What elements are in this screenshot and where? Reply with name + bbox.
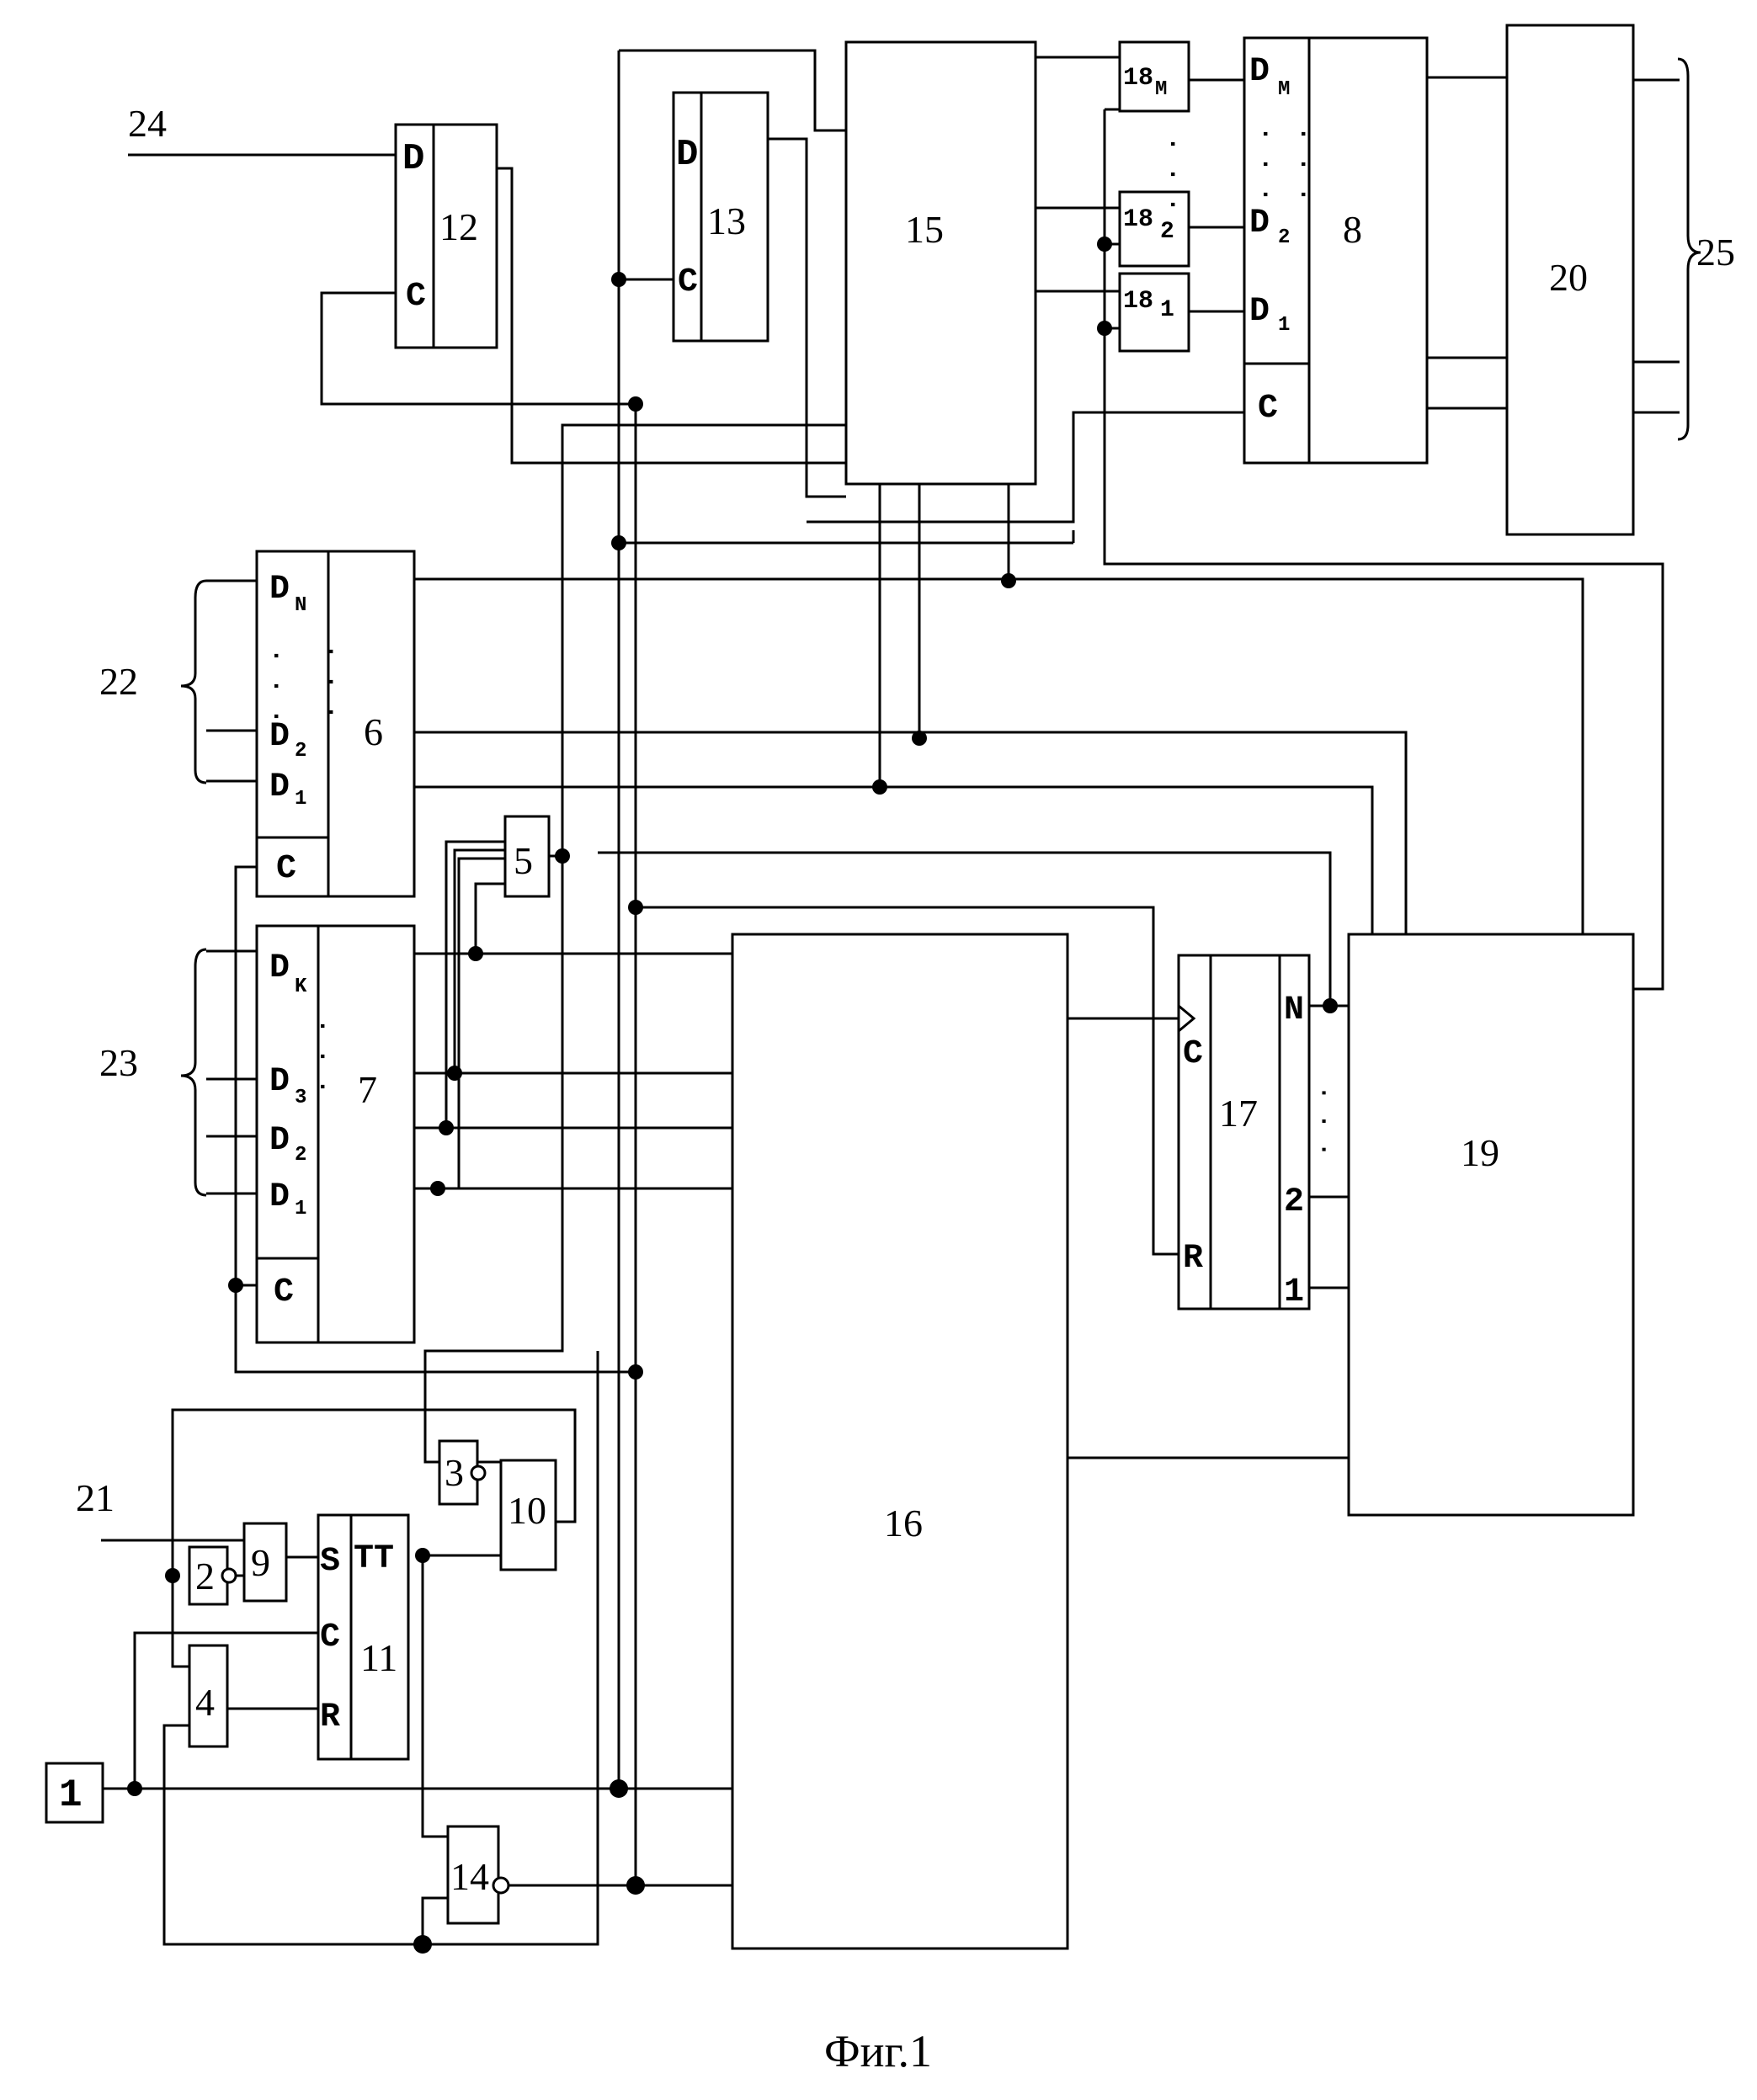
block-6-label: 6 <box>364 710 383 753</box>
svg-text:1: 1 <box>295 788 306 811</box>
svg-text:N: N <box>295 594 306 617</box>
block-8-label: 8 <box>1343 208 1362 251</box>
svg-text:C: C <box>276 850 296 888</box>
svg-text:10: 10 <box>508 1489 546 1532</box>
block-7: D K D 3 D 2 D 1 C 7 <box>257 926 414 1342</box>
svg-text:C: C <box>1258 390 1278 428</box>
block-14: 14 <box>448 1826 508 1923</box>
svg-text:2: 2 <box>1278 226 1290 249</box>
svg-text:D: D <box>269 571 290 609</box>
dots-8a: · · · <box>1250 126 1279 202</box>
svg-text:M: M <box>1278 78 1290 101</box>
svg-text:R: R <box>320 1699 340 1736</box>
svg-text:1: 1 <box>59 1773 83 1817</box>
block-12: D C 12 <box>396 125 497 348</box>
block-13-label: 13 <box>707 199 746 242</box>
pin-d: D <box>676 134 698 176</box>
block-11: S TT C R 11 <box>318 1515 408 1759</box>
block-20: 20 <box>1507 25 1633 534</box>
svg-text:18: 18 <box>1123 205 1153 234</box>
svg-text:2: 2 <box>1160 219 1174 245</box>
svg-text:1: 1 <box>1278 314 1290 337</box>
block-9: 9 <box>244 1523 286 1601</box>
pin-c: C <box>406 278 426 316</box>
bus-21: 21 <box>76 1476 114 1519</box>
svg-text:D: D <box>1249 53 1270 91</box>
svg-text:2: 2 <box>195 1555 215 1598</box>
svg-text:18: 18 <box>1123 287 1153 316</box>
pin-c: C <box>678 263 698 301</box>
block-1: 1 <box>46 1763 103 1822</box>
dots-6: · · · <box>316 644 344 720</box>
svg-text:D: D <box>1249 205 1270 242</box>
svg-text:C: C <box>320 1619 340 1656</box>
svg-text:M: M <box>1155 78 1167 101</box>
block-13: D C 13 <box>674 93 768 341</box>
block-17-label: 17 <box>1219 1092 1258 1135</box>
bus-25: 25 <box>1696 231 1735 274</box>
pin-d: D <box>402 138 424 180</box>
svg-text:2: 2 <box>1284 1183 1304 1221</box>
block-3: 3 <box>439 1441 485 1504</box>
dots-18: · · · <box>1158 136 1186 212</box>
block-18-1: 18 1 <box>1120 274 1189 351</box>
figure-caption: Фиг.1 <box>824 2026 932 2076</box>
bus-23: 23 <box>99 1041 138 1084</box>
block-19: 19 <box>1349 934 1633 1515</box>
svg-text:R: R <box>1183 1240 1203 1278</box>
svg-text:1: 1 <box>1284 1273 1304 1311</box>
block-20-label: 20 <box>1549 256 1588 299</box>
block-5-label: 5 <box>514 839 533 882</box>
svg-text:4: 4 <box>195 1681 215 1724</box>
svg-text:2: 2 <box>295 740 306 763</box>
svg-text:C: C <box>1183 1035 1203 1073</box>
block-11-label: 11 <box>360 1636 397 1679</box>
block-15-label: 15 <box>905 208 944 251</box>
block-18-m: 18 M <box>1120 42 1189 111</box>
svg-text:18: 18 <box>1123 64 1153 93</box>
svg-text:K: K <box>295 976 307 998</box>
svg-text:D: D <box>269 1122 290 1160</box>
block-8: D M D 2 D 1 C 8 <box>1244 38 1427 463</box>
dots-17: · · · <box>1310 1086 1336 1156</box>
bus-22: 22 <box>99 660 138 703</box>
svg-text:D: D <box>269 768 290 806</box>
dots-8b: · · · <box>1288 126 1317 202</box>
block-4: 4 <box>189 1645 227 1746</box>
dots-7: · · · <box>307 1018 336 1094</box>
block-12-label: 12 <box>439 205 478 248</box>
svg-text:D: D <box>269 1063 290 1101</box>
block-5: 5 <box>505 816 549 896</box>
block-2: 2 <box>189 1547 236 1604</box>
svg-text:3: 3 <box>295 1087 306 1109</box>
svg-text:14: 14 <box>450 1855 489 1898</box>
svg-text:9: 9 <box>251 1541 270 1584</box>
block-7-label: 7 <box>358 1068 377 1111</box>
svg-text:2: 2 <box>295 1144 306 1167</box>
block-15: 15 <box>846 42 1036 484</box>
svg-text:TT: TT <box>354 1540 394 1578</box>
block-19-label: 19 <box>1461 1131 1499 1174</box>
svg-text:S: S <box>320 1543 340 1581</box>
svg-text:N: N <box>1284 992 1304 1029</box>
svg-text:1: 1 <box>295 1198 306 1220</box>
block-10: 10 <box>501 1460 556 1570</box>
block-17: C R N 2 1 17 <box>1179 955 1309 1311</box>
svg-text:D: D <box>269 1178 290 1216</box>
block-16: 16 <box>732 934 1068 1948</box>
bus-24: 24 <box>128 102 167 145</box>
svg-text:1: 1 <box>1160 297 1174 323</box>
svg-text:3: 3 <box>445 1451 464 1494</box>
svg-text:C: C <box>274 1273 294 1311</box>
block-16-label: 16 <box>884 1502 923 1544</box>
svg-text:D: D <box>1249 293 1270 331</box>
svg-text:D: D <box>269 949 290 987</box>
dots-22: · · · <box>261 648 290 724</box>
